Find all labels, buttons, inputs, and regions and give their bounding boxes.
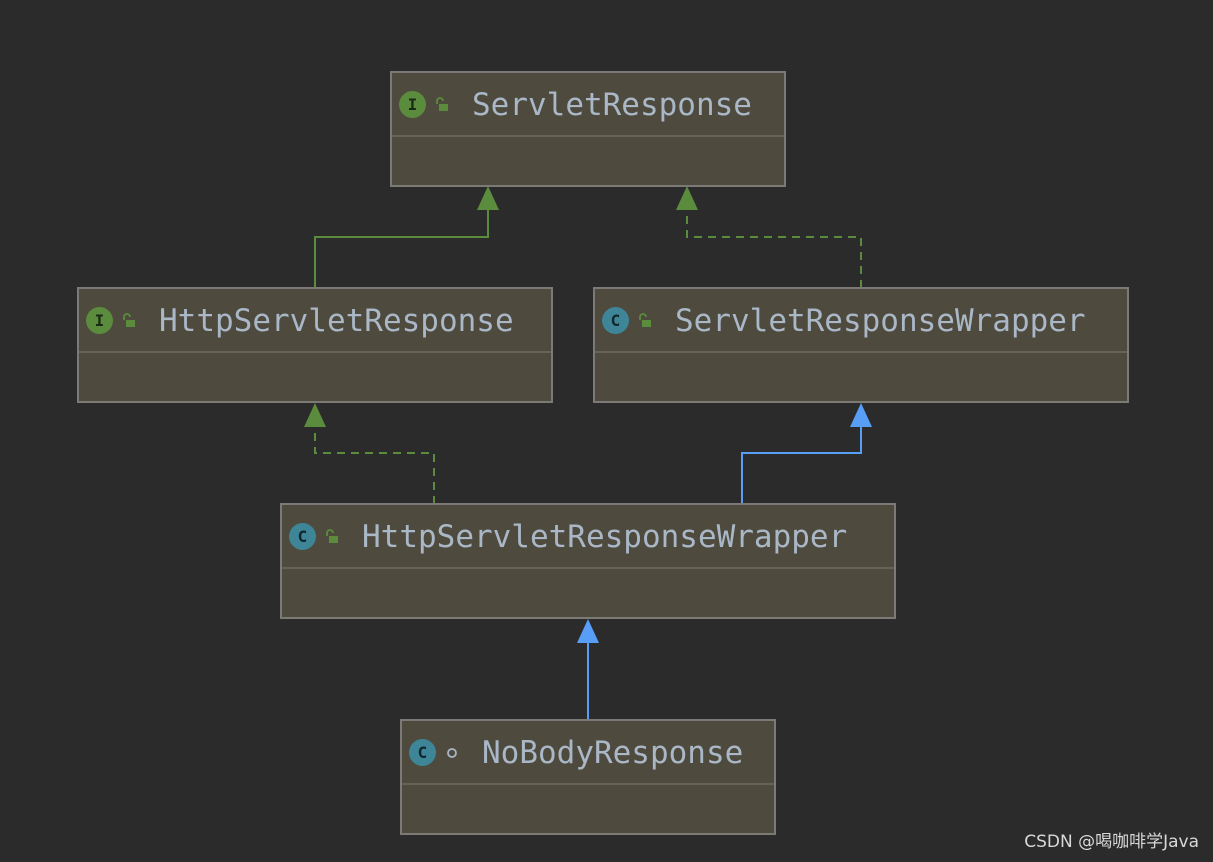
watermark: CSDN @喝咖啡学Java [1024,832,1199,852]
edge-http-servlet-response-to-servlet-response [314,208,489,288]
arrowhead-servlet-response-right [676,186,698,210]
public-lock-icon [123,313,135,327]
node-header: I ServletResponse [392,73,784,137]
node-servlet-response[interactable]: I ServletResponse [390,71,786,187]
class-icon: C [602,307,629,334]
public-lock-icon [639,313,651,327]
node-title: ServletResponseWrapper [675,303,1086,339]
node-title: NoBodyResponse [482,735,744,771]
class-icon: C [409,739,436,766]
node-header: C NoBodyResponse [402,721,774,785]
public-lock-icon [436,97,448,111]
arrowhead-http-servlet-response [304,403,326,427]
node-header: I HttpServletResponse [79,289,551,353]
package-private-icon [447,748,457,758]
class-icon: C [289,523,316,550]
node-no-body-response[interactable]: C NoBodyResponse [400,719,776,835]
interface-icon: I [86,307,113,334]
node-http-servlet-response-wrapper[interactable]: C HttpServletResponseWrapper [280,503,896,619]
node-title: HttpServletResponse [159,303,514,339]
node-servlet-response-wrapper[interactable]: C ServletResponseWrapper [593,287,1129,403]
public-lock-icon [326,529,338,543]
node-header: C ServletResponseWrapper [595,289,1127,353]
arrowhead-servlet-response-wrapper [850,403,872,427]
interface-icon: I [399,91,426,118]
node-title: HttpServletResponseWrapper [362,519,848,555]
arrowhead-http-servlet-response-wrapper [577,619,599,643]
edge-http-servlet-response-wrapper-to-http-servlet-response [314,425,435,504]
edge-http-servlet-response-wrapper-to-servlet-response-wrapper [741,425,862,504]
arrowhead-servlet-response-left [477,186,499,210]
node-http-servlet-response[interactable]: I HttpServletResponse [77,287,553,403]
node-header: C HttpServletResponseWrapper [282,505,894,569]
node-title: ServletResponse [472,87,752,123]
edge-servlet-response-wrapper-to-servlet-response [686,208,862,288]
